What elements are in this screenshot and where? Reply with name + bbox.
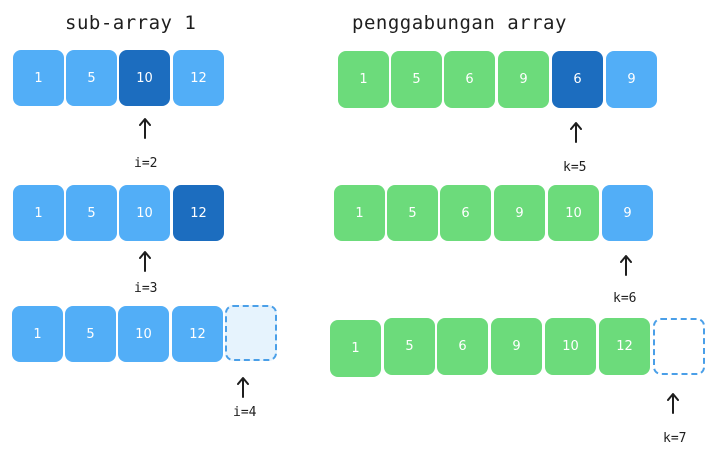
array-cell-highlighted: 6 bbox=[552, 51, 603, 108]
array-cell: 1 bbox=[338, 51, 389, 108]
array-cell-highlighted: 10 bbox=[119, 50, 170, 106]
array-cell: 12 bbox=[173, 50, 224, 106]
array-cell-empty bbox=[225, 305, 277, 361]
array-cell: 9 bbox=[498, 51, 549, 108]
array-cell: 10 bbox=[118, 306, 169, 362]
array-cell: 1 bbox=[330, 320, 381, 377]
pointer-arrow-icon bbox=[237, 377, 249, 398]
array-cell: 5 bbox=[66, 50, 117, 106]
pointer-label: i=3 bbox=[134, 281, 158, 296]
array-cell: 6 bbox=[444, 51, 495, 108]
pointer-arrow-icon bbox=[139, 251, 151, 272]
pointer-label: k=5 bbox=[563, 160, 587, 175]
array-cell-highlighted: 12 bbox=[173, 185, 224, 241]
array-cell: 9 bbox=[494, 185, 545, 241]
array-cell: 10 bbox=[548, 185, 599, 241]
array-cell: 5 bbox=[384, 318, 435, 375]
array-cell: 1 bbox=[12, 306, 63, 362]
array-cell: 9 bbox=[491, 318, 542, 375]
array-cell: 5 bbox=[66, 185, 117, 241]
pointer-arrow-icon bbox=[570, 122, 582, 143]
pointer-label: k=6 bbox=[613, 291, 637, 306]
array-cell: 6 bbox=[440, 185, 491, 241]
array-cell: 6 bbox=[437, 318, 488, 375]
array-cell-empty bbox=[653, 318, 705, 375]
array-cell: 5 bbox=[391, 51, 442, 108]
pointer-label: k=7 bbox=[663, 431, 687, 446]
pointer-arrow-icon bbox=[620, 255, 632, 276]
right-title: penggabungan array bbox=[352, 12, 567, 34]
left-title: sub-array 1 bbox=[65, 12, 197, 34]
array-cell: 9 bbox=[606, 51, 657, 108]
array-cell: 12 bbox=[599, 318, 650, 375]
array-cell: 5 bbox=[65, 306, 116, 362]
array-cell: 10 bbox=[545, 318, 596, 375]
array-cell: 12 bbox=[172, 306, 223, 362]
pointer-label: i=4 bbox=[233, 405, 257, 420]
array-cell: 5 bbox=[387, 185, 438, 241]
array-cell: 1 bbox=[13, 50, 64, 106]
pointer-arrow-icon bbox=[667, 393, 679, 414]
array-cell: 1 bbox=[334, 185, 385, 241]
array-cell: 1 bbox=[13, 185, 64, 241]
pointer-label: i=2 bbox=[134, 156, 158, 171]
array-cell: 10 bbox=[119, 185, 170, 241]
pointer-arrow-icon bbox=[139, 118, 151, 139]
array-cell: 9 bbox=[602, 185, 653, 241]
